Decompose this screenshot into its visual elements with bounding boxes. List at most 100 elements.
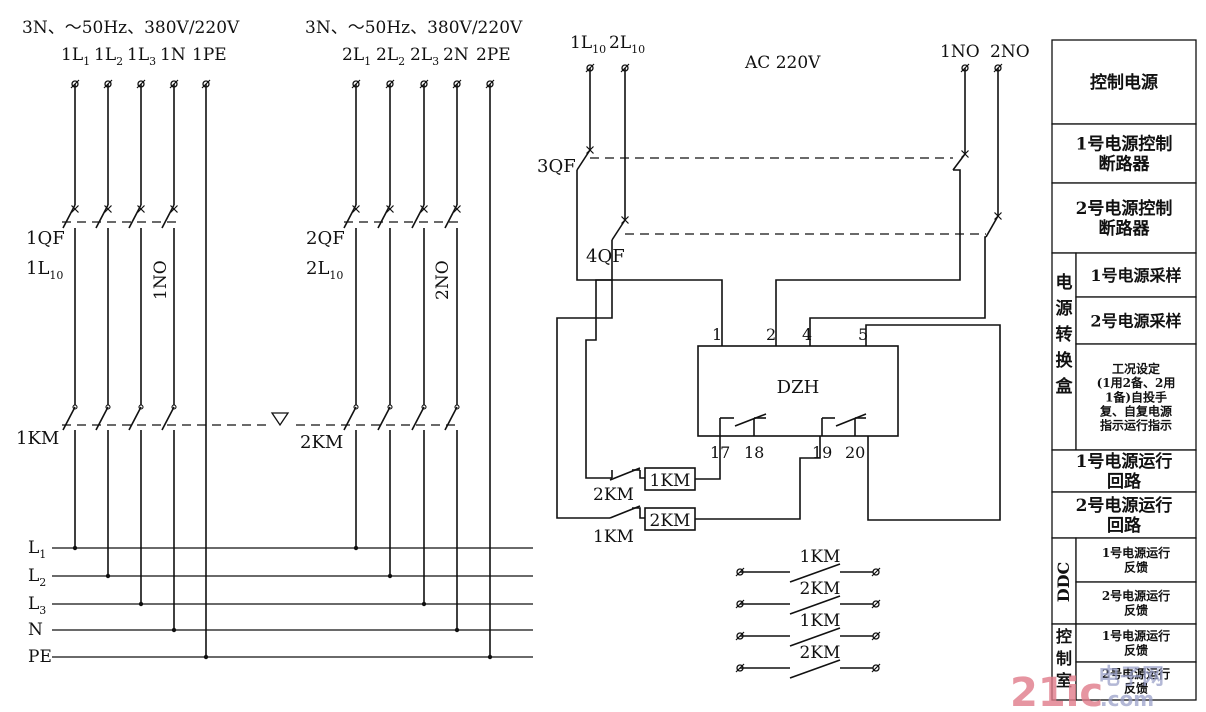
- legend-text: 指示运行指示: [1100, 418, 1172, 433]
- breaker-x-mark: [104, 205, 112, 213]
- pin-label: 18: [744, 443, 764, 462]
- legend-text: 回路: [1107, 515, 1142, 536]
- legend-text: 1号电源运行: [1102, 628, 1170, 643]
- 3qf-label: 3QF: [537, 156, 576, 177]
- aux-no-label: 2NO: [433, 260, 453, 300]
- legend-cell: [1075, 581, 1197, 625]
- watermark-name: 电子网: [1098, 665, 1164, 690]
- terminal-label: 1L3: [127, 45, 156, 68]
- pin-label: 1: [712, 325, 722, 344]
- 4qf-label: 4QF: [586, 246, 625, 267]
- x-stroke: [170, 205, 178, 213]
- interlock-label: 2KM: [593, 485, 634, 505]
- x-stroke: [386, 205, 394, 213]
- wire: [556, 240, 613, 519]
- watermark-logo: 21ic: [1010, 670, 1103, 712]
- aux-contact: [789, 563, 841, 583]
- legend-cell: [1075, 296, 1197, 345]
- bus-label: L2: [28, 566, 46, 589]
- legend-cell: [1075, 661, 1197, 701]
- breaker-x-mark: [386, 205, 394, 213]
- terminal-label: 1L1: [61, 45, 90, 68]
- aux-label: 2L10: [306, 258, 343, 282]
- legend-cell: [1075, 343, 1197, 451]
- wire: [576, 178, 723, 346]
- x-stroke: [420, 205, 428, 213]
- legend-text: 反馈: [1124, 602, 1148, 617]
- terminal-label: 2L2: [376, 45, 405, 68]
- aux-contact: [789, 659, 841, 679]
- legend-group-label: 转: [1056, 324, 1073, 345]
- legend-group-label: DDC: [1054, 562, 1073, 602]
- aux-contact-label: 2KM: [800, 643, 841, 663]
- bus-label: L1: [28, 538, 46, 561]
- contactor-blade: [128, 406, 142, 431]
- control-input-label: 2L10: [609, 33, 645, 56]
- x-stroke: [453, 205, 461, 213]
- legend-cell: [1051, 123, 1197, 184]
- legend-text: 2号电源运行: [1076, 495, 1173, 516]
- aux-contact: [789, 627, 841, 647]
- supply-voltage-label: AC 220V: [744, 53, 821, 73]
- contactor-blade: [95, 406, 109, 431]
- terminal-slash: [871, 631, 881, 641]
- aux-contact-label: 1KM: [800, 547, 841, 567]
- breaker-label: 1QF: [26, 228, 65, 249]
- wire: [865, 324, 1001, 521]
- legend-text: 反馈: [1124, 680, 1148, 695]
- dzh-contact: [835, 413, 867, 427]
- aux-contact: [789, 595, 841, 615]
- legend-cell: [1051, 491, 1197, 539]
- pin-label: 20: [845, 443, 865, 462]
- breaker-blade: [343, 204, 357, 229]
- contactor-label: 1KM: [16, 428, 59, 449]
- legend-text: 1号电源采样: [1090, 266, 1181, 285]
- breaker-x-mark: [352, 205, 360, 213]
- pin-label: 4: [802, 325, 812, 344]
- breaker-x-mark: [71, 205, 79, 213]
- pin-label: 5: [858, 325, 868, 344]
- terminal-label: 2L3: [410, 45, 439, 68]
- breaker-blade: [62, 204, 76, 229]
- terminal-label: 1N: [160, 45, 186, 65]
- terminal-label: 1L2: [94, 45, 123, 68]
- breaker-x-mark: [137, 205, 145, 213]
- no-input-label: 1NO: [940, 42, 980, 62]
- wire: [632, 507, 645, 519]
- contactor-label: 2KM: [300, 432, 343, 453]
- legend-cell: [1051, 182, 1197, 254]
- terminal-symbol: [871, 631, 881, 641]
- x-stroke: [137, 205, 145, 213]
- legend-group-label: 制: [1056, 649, 1072, 668]
- terminal-label: 2L1: [342, 45, 371, 68]
- legend-group-label: 室: [1056, 671, 1072, 690]
- breaker-blade: [377, 204, 391, 229]
- legend-cell: [1075, 537, 1197, 583]
- watermark-domain: .com: [1100, 687, 1154, 711]
- bus-label: PE: [28, 647, 52, 667]
- interlock-triangle: [270, 412, 290, 427]
- legend-text: 回路: [1107, 471, 1142, 492]
- legend-group-label: 换: [1056, 350, 1074, 371]
- wire: [639, 470, 645, 479]
- breaker-label: 2QF: [306, 228, 345, 249]
- breaker-blade: [444, 204, 458, 229]
- bus-label: N: [28, 620, 43, 640]
- contactor-blade: [62, 406, 76, 431]
- legend-text: 2号电源采样: [1090, 311, 1181, 330]
- legend-text: 断路器: [1099, 218, 1151, 239]
- 1no-blade: [952, 153, 966, 171]
- legend-text: 1号电源控制: [1076, 134, 1173, 155]
- bus-label: L3: [28, 594, 46, 617]
- 2no-blade: [985, 215, 999, 238]
- legend-text: (1用2备、2用: [1097, 375, 1176, 390]
- x-stroke: [104, 205, 112, 213]
- contactor-blade: [161, 406, 175, 431]
- breaker-blade: [411, 204, 425, 229]
- terminal-symbol: [871, 567, 881, 577]
- contactor-blade: [343, 406, 357, 431]
- legend-text: 1号电源运行: [1102, 545, 1170, 560]
